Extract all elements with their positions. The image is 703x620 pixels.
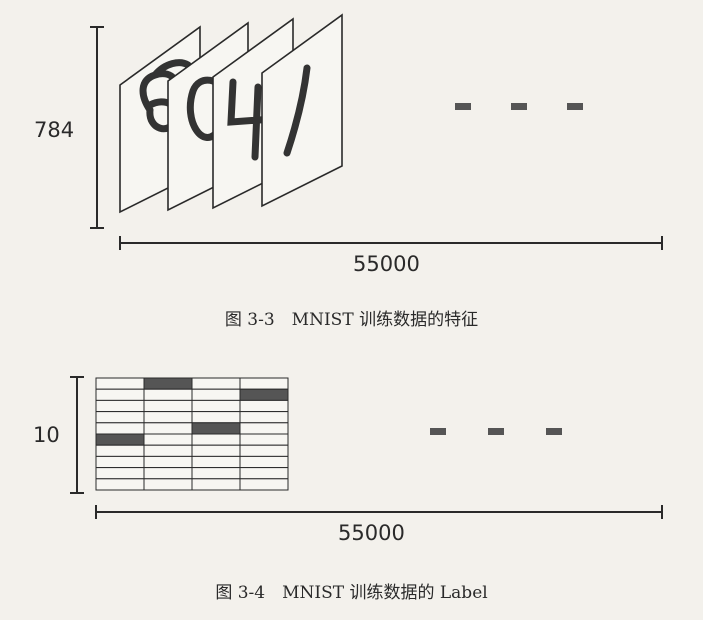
one-hot-cell xyxy=(143,399,193,413)
one-hot-cell xyxy=(143,455,193,469)
fig2-height-bracket xyxy=(70,376,84,494)
one-hot-cell xyxy=(239,478,289,491)
handwritten-digit-4 xyxy=(227,78,277,161)
one-hot-cell xyxy=(143,411,193,424)
digit-card-1 xyxy=(261,13,343,208)
one-hot-cell xyxy=(239,377,289,390)
one-hot-cell xyxy=(191,467,241,480)
one-hot-cell xyxy=(191,444,241,457)
one-hot-cell xyxy=(239,467,289,480)
fig1-caption: 图 3-3 MNIST 训练数据的特征 xyxy=(224,310,479,330)
fig1-image-stack xyxy=(119,13,343,214)
one-hot-cell xyxy=(239,399,289,413)
one-hot-cell xyxy=(191,433,241,446)
one-hot-cell-active xyxy=(143,377,193,390)
one-hot-cell xyxy=(143,388,193,401)
one-hot-cell xyxy=(143,444,193,457)
one-hot-cell xyxy=(95,388,145,401)
fig2-width-bracket xyxy=(95,505,663,519)
fig2-height-label: 10 xyxy=(33,423,60,447)
one-hot-cell xyxy=(95,422,145,435)
one-hot-cell xyxy=(239,433,289,446)
one-hot-cell-active xyxy=(239,388,289,401)
one-hot-cell xyxy=(143,478,193,491)
one-hot-cell xyxy=(95,467,145,480)
one-hot-cell xyxy=(191,478,241,491)
one-hot-cell xyxy=(191,399,241,413)
one-hot-cell xyxy=(143,422,193,435)
fig2-ellipsis xyxy=(430,428,562,435)
one-hot-cell xyxy=(95,411,145,424)
one-hot-cell xyxy=(143,467,193,480)
one-hot-cell xyxy=(191,377,241,390)
one-hot-cell xyxy=(239,455,289,469)
one-hot-cell xyxy=(143,433,193,446)
one-hot-cell xyxy=(239,444,289,457)
one-hot-cell xyxy=(239,411,289,424)
one-hot-cell xyxy=(95,478,145,491)
one-hot-cell-active xyxy=(191,422,241,435)
one-hot-cell xyxy=(191,388,241,401)
fig1-height-label: 784 xyxy=(34,118,75,142)
fig1-width-label: 55000 xyxy=(353,252,420,276)
one-hot-cell xyxy=(95,399,145,413)
one-hot-cell xyxy=(95,444,145,457)
fig1-ellipsis xyxy=(455,103,583,110)
one-hot-cell xyxy=(191,455,241,469)
fig1-height-bracket xyxy=(90,26,104,229)
one-hot-cell xyxy=(239,422,289,435)
fig2-label-grid xyxy=(95,377,289,491)
fig1-width-bracket xyxy=(119,236,663,250)
fig2-caption: 图 3-4 MNIST 训练数据的 Label xyxy=(215,583,488,603)
one-hot-cell xyxy=(95,377,145,390)
one-hot-cell xyxy=(95,455,145,469)
fig2-width-label: 55000 xyxy=(338,521,405,545)
one-hot-cell-active xyxy=(95,433,145,446)
handwritten-digit-1 xyxy=(283,64,311,157)
one-hot-cell xyxy=(191,411,241,424)
